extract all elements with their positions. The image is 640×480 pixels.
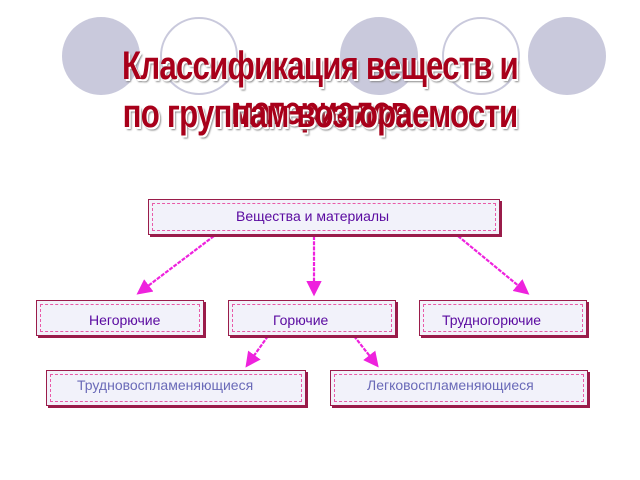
decor-circle-5 <box>528 17 606 95</box>
title-line-2: по группам возгораемости <box>122 92 518 136</box>
node-noncombustible: Негорючие <box>36 300 204 336</box>
arrow-combustible-to-hardly-flammable <box>245 335 269 368</box>
decor-circle-2 <box>160 17 238 95</box>
node-hardly-combustible-label: Трудногорючие <box>442 312 542 328</box>
arrow-root-to-hardly-combustible <box>457 235 530 295</box>
node-easily-flammable: Легковоспламеняющиеся <box>330 370 588 406</box>
arrow-root-to-noncombustible <box>136 235 215 295</box>
node-noncombustible-label: Негорючие <box>89 312 161 328</box>
node-hardly-flammable: Трудновоспламеняющиеся <box>46 370 306 406</box>
node-root-label: Вещества и материалы <box>236 208 390 224</box>
title-line-1: Классификация веществ и материалов <box>122 44 519 133</box>
node-hardly-combustible: Трудногорючие <box>419 300 587 336</box>
node-hardly-flammable-label: Трудновоспламеняющиеся <box>77 377 254 393</box>
decor-circle-3 <box>340 17 418 95</box>
decor-circle-1 <box>62 17 140 95</box>
node-combustible: Горючие <box>228 300 396 336</box>
decor-circle-4 <box>442 17 520 95</box>
node-combustible-label: Горючие <box>273 312 329 328</box>
node-root: Вещества и материалы <box>148 199 500 235</box>
node-easily-flammable-label: Легковоспламеняющиеся <box>367 377 534 393</box>
arrow-combustible-to-easily-flammable <box>353 335 379 368</box>
